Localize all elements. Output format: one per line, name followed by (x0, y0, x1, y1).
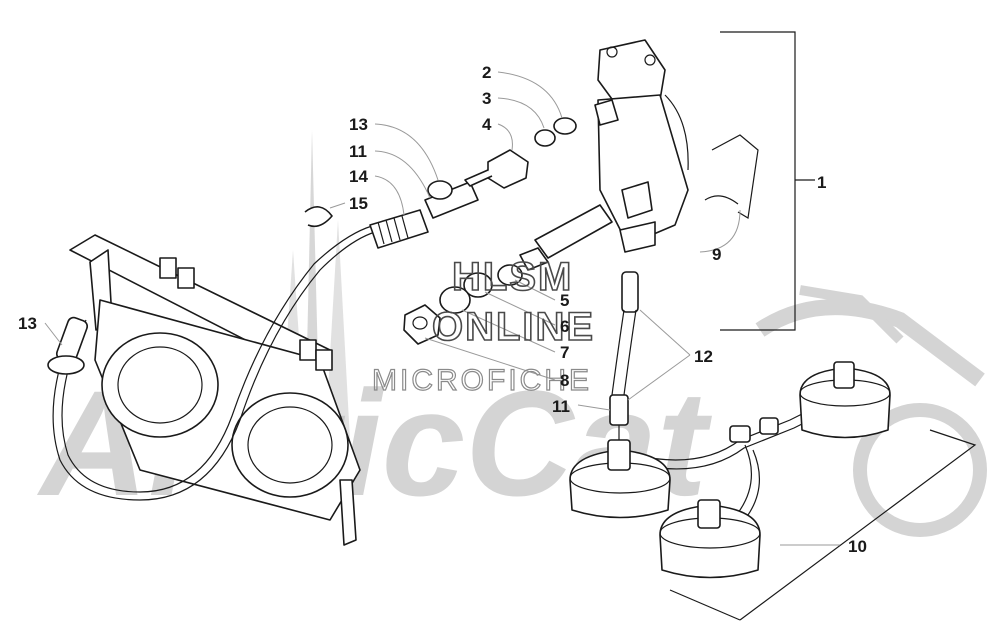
callout-13-upper: 13 (349, 115, 368, 134)
regulator-side-port (621, 181, 653, 219)
distribution-assembly (569, 361, 891, 579)
hose-clamp-13-left (47, 355, 85, 375)
callout-12: 12 (694, 347, 713, 366)
throttle-body-assembly (69, 234, 361, 546)
tee-fitting-b (759, 417, 779, 435)
bracket-item-10 (669, 429, 977, 621)
clamp-13-upper (427, 180, 453, 200)
callout-11-lower: 11 (552, 397, 570, 416)
injector-cap-3 (299, 339, 317, 361)
fitting-11-lower (609, 394, 629, 426)
callout-6: 6 (560, 317, 569, 336)
callout-9: 9 (712, 245, 721, 264)
nut-8 (403, 304, 441, 345)
callout-2: 2 (482, 63, 491, 82)
callout-5: 5 (560, 291, 569, 310)
washer-2 (553, 117, 577, 135)
spring-clip-9 (704, 134, 759, 219)
injector-pod-center (659, 504, 761, 579)
hose-ferrule-14 (369, 209, 429, 249)
callout-14: 14 (349, 167, 368, 186)
center-hose (609, 271, 639, 440)
callout-8: 8 (560, 371, 569, 390)
left-fuel-hose (47, 225, 376, 501)
regulator-inlet-port (594, 99, 619, 126)
injector-cap-4 (315, 349, 333, 371)
callout-1: 1 (817, 173, 826, 192)
leader-lines (44, 71, 840, 546)
callout-13-left: 13 (18, 314, 37, 333)
callout-4: 4 (482, 115, 492, 134)
watermark-line2: ONLINE (432, 305, 595, 349)
injector-cap-1 (159, 257, 177, 279)
throttle-bore-left (101, 332, 219, 438)
regulator-outlet (619, 221, 656, 253)
watermark-line1: HLSM (452, 255, 573, 299)
bracket-item-1 (720, 31, 796, 331)
snap-ring-15 (304, 206, 333, 228)
tee-fitting-a (729, 425, 751, 443)
injector-pod-right (799, 367, 891, 439)
callout-7: 7 (560, 343, 569, 362)
sensor-connector (519, 134, 759, 271)
washer-6 (463, 272, 493, 298)
regulator-body (597, 94, 689, 246)
fitting-11 (424, 181, 479, 219)
callout-11-upper: 11 (349, 142, 367, 161)
injector-cap-2 (177, 267, 195, 289)
upper-fitting-group (304, 117, 577, 249)
washer-7 (439, 286, 471, 314)
nut-4 (487, 149, 529, 189)
nut-4-stem (464, 169, 493, 187)
callout-15: 15 (349, 194, 368, 213)
callout-3: 3 (482, 89, 491, 108)
injector-pod-left (569, 449, 671, 519)
sensor-body (534, 204, 613, 259)
sensor-plug (519, 247, 549, 271)
pressure-regulator-assembly (594, 39, 689, 253)
bracket-lines (669, 31, 977, 621)
washer-3 (534, 129, 556, 147)
watermark-line3: MICROFICHE (372, 364, 592, 397)
callout-10: 10 (848, 537, 867, 556)
throttle-bore-right (231, 392, 349, 498)
callout-labels: 1 2 3 4 5 6 7 8 9 10 11 11 12 13 13 14 1… (18, 63, 867, 556)
throttle-lower-fitting (339, 479, 357, 546)
hose-fitting-top (621, 271, 639, 313)
motorcycle-silhouette-icon (755, 285, 987, 537)
hlsm-watermark: HLSM ONLINE MICROFICHE (371, 254, 595, 397)
